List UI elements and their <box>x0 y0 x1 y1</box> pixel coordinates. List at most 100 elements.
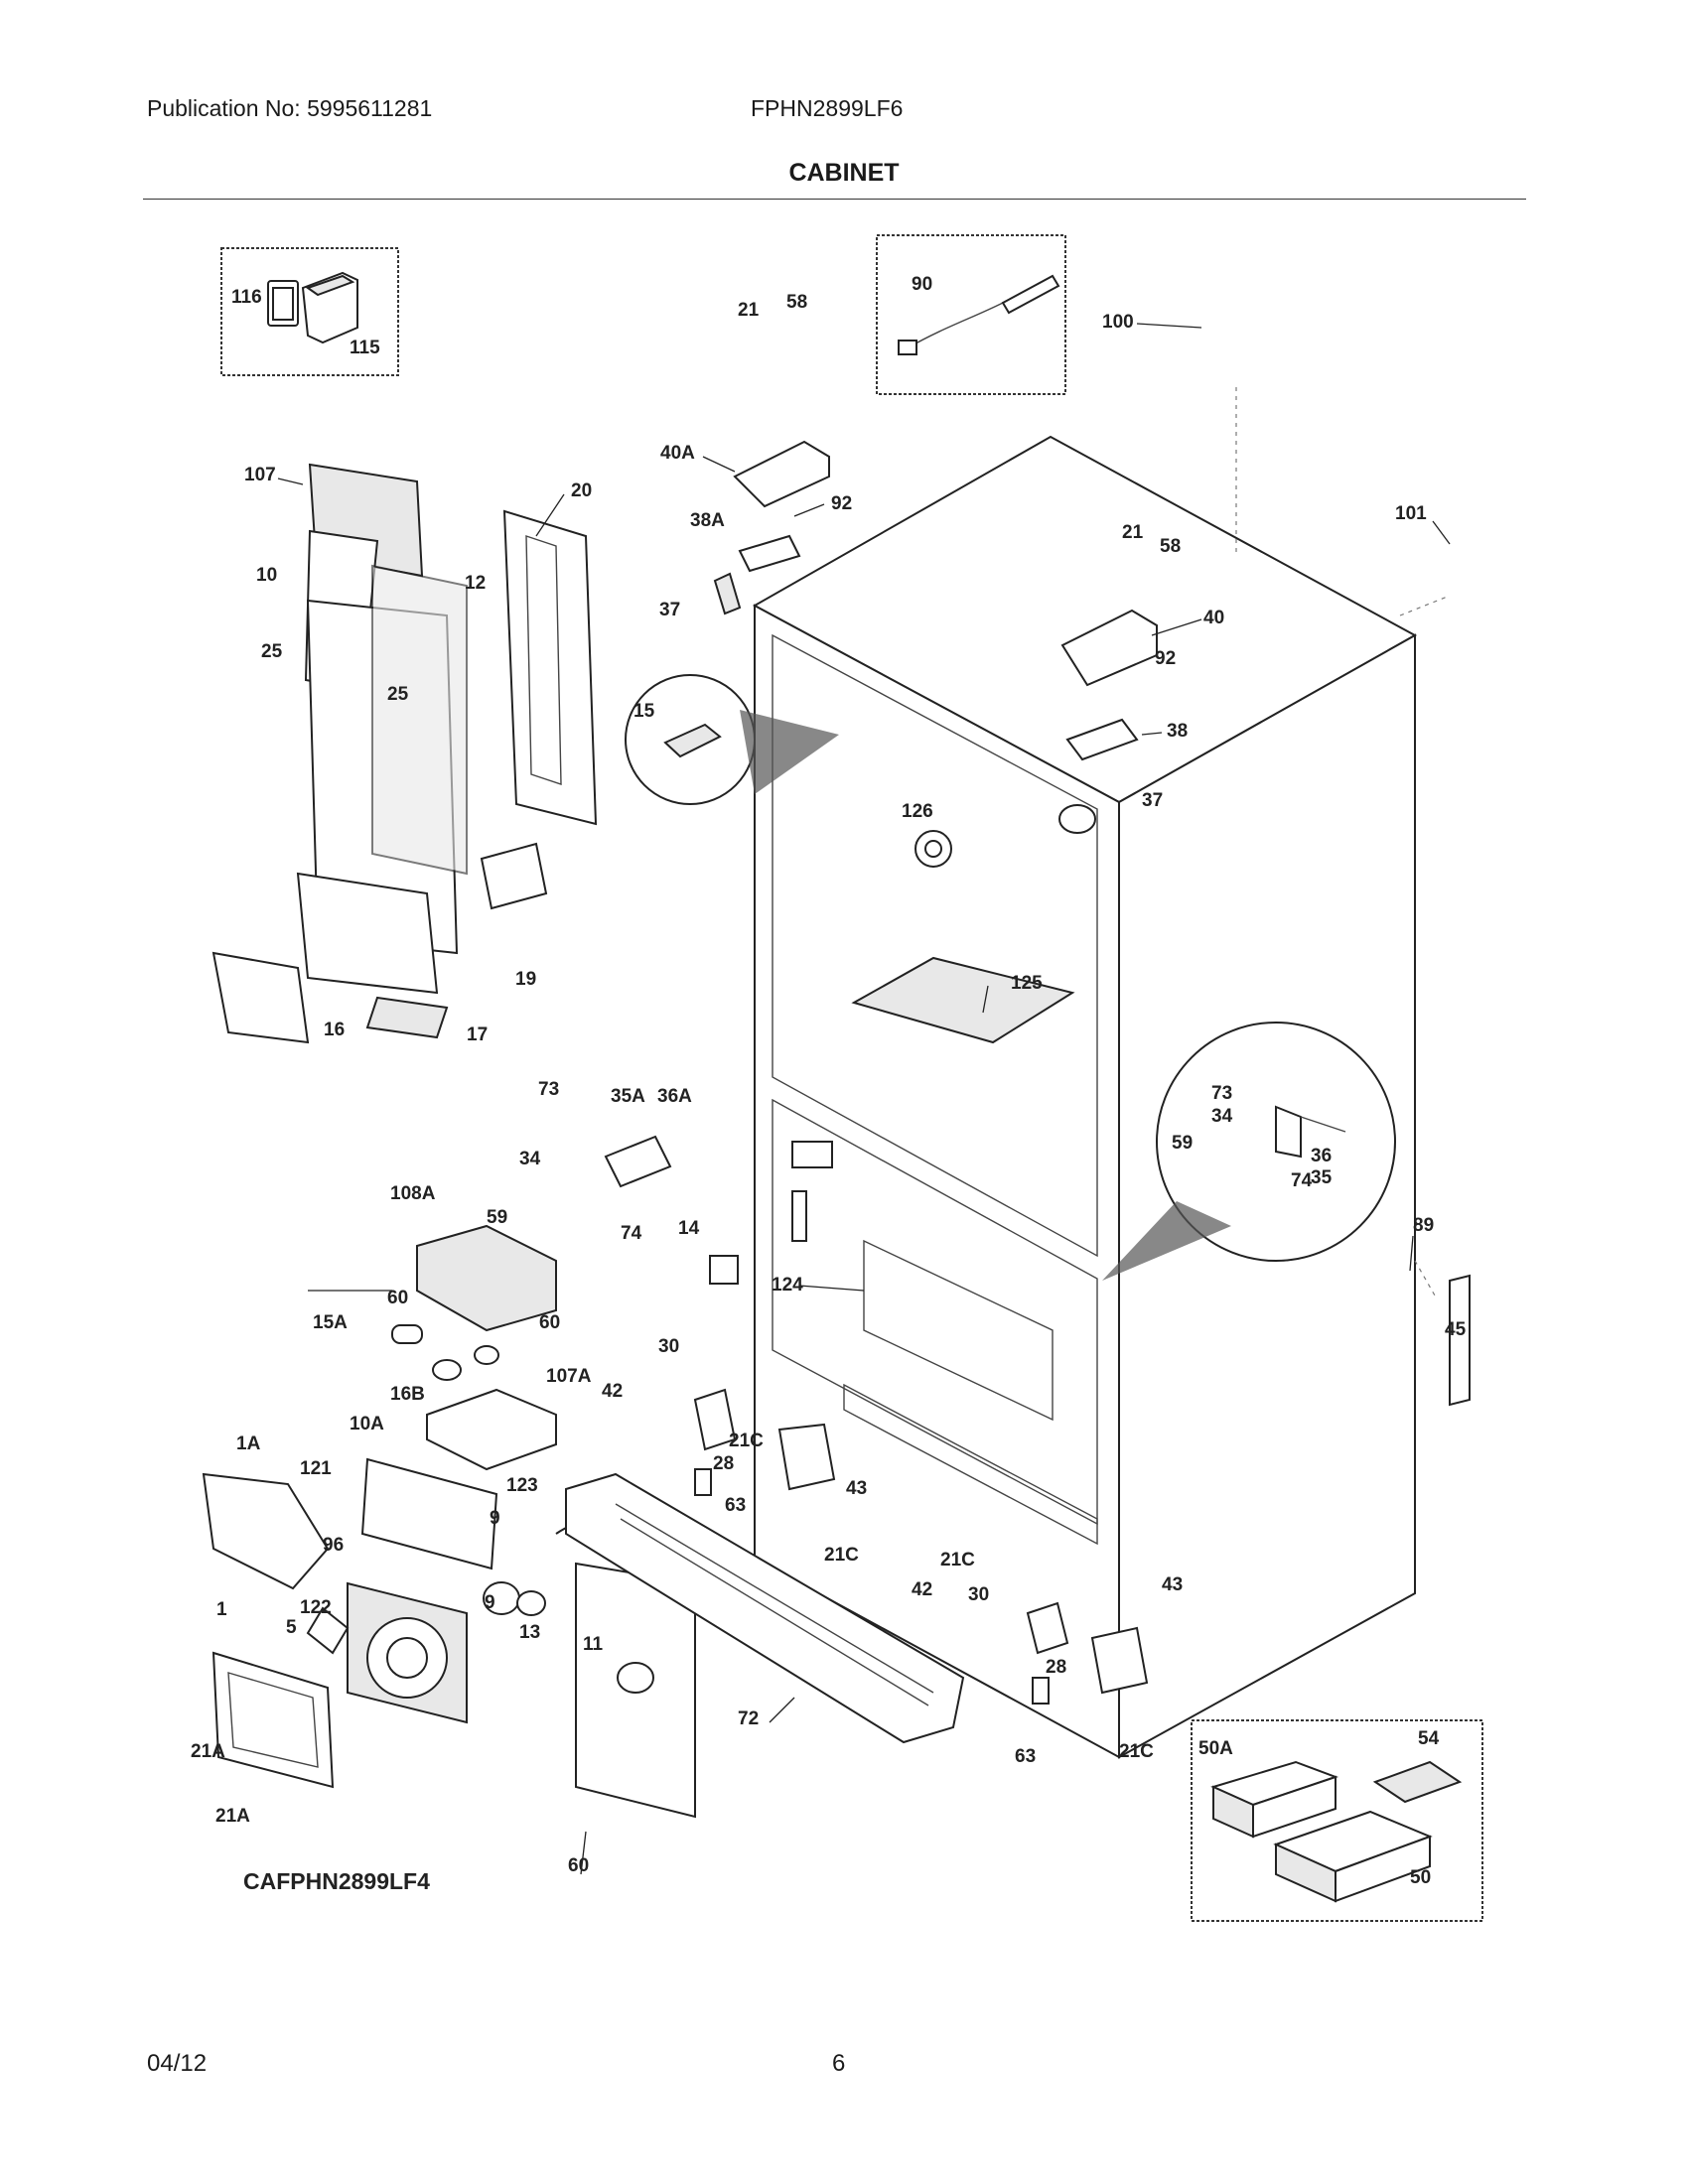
callout-30-b: 30 <box>968 1584 989 1605</box>
callout-43: 43 <box>846 1478 867 1499</box>
callout-21c-c: 21C <box>940 1550 975 1570</box>
callout-13: 13 <box>519 1622 540 1643</box>
callout-21c-d: 21C <box>1119 1741 1154 1762</box>
callout-15: 15 <box>633 701 655 722</box>
callout-60-c: 60 <box>568 1855 589 1876</box>
callout-54: 54 <box>1418 1728 1440 1749</box>
callout-30: 30 <box>658 1336 679 1357</box>
callout-40a: 40A <box>660 443 695 464</box>
callout-25-b: 25 <box>387 684 409 705</box>
callout-20: 20 <box>571 480 592 501</box>
callout-34-b: 34 <box>1211 1106 1233 1127</box>
callout-50: 50 <box>1410 1867 1431 1888</box>
callout-73: 73 <box>538 1079 559 1100</box>
callout-92-b: 92 <box>1155 648 1176 669</box>
callout-11: 11 <box>583 1634 604 1655</box>
callout-16: 16 <box>324 1020 345 1040</box>
callout-121: 121 <box>300 1458 332 1479</box>
callout-124: 124 <box>772 1275 803 1296</box>
callout-21c-b: 21C <box>824 1545 859 1566</box>
callout-89: 89 <box>1413 1215 1434 1236</box>
left-duct-assembly <box>211 463 598 1044</box>
kick-plate-72 <box>565 1472 965 1744</box>
callout-21-b: 21 <box>1122 522 1144 543</box>
callout-10a: 10A <box>350 1414 384 1434</box>
callout-43-b: 43 <box>1162 1574 1183 1595</box>
callout-28: 28 <box>713 1453 734 1474</box>
callout-40: 40 <box>1203 608 1224 628</box>
callout-90: 90 <box>912 274 932 295</box>
callout-34: 34 <box>519 1149 541 1169</box>
callout-122: 122 <box>300 1597 332 1618</box>
callout-58-b: 58 <box>1160 536 1181 557</box>
callout-59: 59 <box>487 1207 507 1228</box>
callout-21c: 21C <box>729 1431 764 1451</box>
leader-lines <box>277 323 1451 1875</box>
callout-35: 35 <box>1311 1167 1333 1188</box>
cabinet-body <box>752 387 1451 1759</box>
callout-72: 72 <box>738 1708 759 1729</box>
callout-60: 60 <box>387 1288 408 1308</box>
callout-36a: 36A <box>657 1086 692 1107</box>
model-number: FPHN2899LF6 <box>751 95 904 121</box>
callout-60-b: 60 <box>539 1312 560 1333</box>
callout-63: 63 <box>725 1495 746 1516</box>
callout-1a: 1A <box>236 1433 261 1454</box>
callout-108a: 108A <box>390 1183 436 1204</box>
callout-45: 45 <box>1445 1319 1467 1340</box>
callout-9-b: 9 <box>485 1592 495 1613</box>
callout-21: 21 <box>738 300 760 321</box>
callout-36: 36 <box>1311 1146 1332 1166</box>
callout-63-b: 63 <box>1015 1746 1036 1767</box>
detail-circle-15 <box>625 674 839 805</box>
hinge-parts-top <box>713 440 1158 834</box>
callout-38: 38 <box>1167 721 1188 742</box>
callout-9: 9 <box>490 1508 500 1529</box>
callout-107: 107 <box>244 465 276 485</box>
section-title: CABINET <box>788 159 900 187</box>
callout-101: 101 <box>1395 503 1427 524</box>
callout-42-b: 42 <box>912 1579 932 1600</box>
footer-page-number: 6 <box>832 2050 846 2077</box>
callout-126: 126 <box>902 801 933 822</box>
callout-19: 19 <box>515 969 536 990</box>
callout-96: 96 <box>323 1535 344 1556</box>
callout-37-b: 37 <box>1142 790 1163 811</box>
callout-25: 25 <box>261 641 283 662</box>
callout-116: 116 <box>231 287 262 308</box>
callout-21a: 21A <box>191 1741 225 1762</box>
callout-16b: 16B <box>390 1384 425 1405</box>
header-rule <box>143 199 1526 200</box>
callout-59-b: 59 <box>1172 1133 1193 1154</box>
callout-17: 17 <box>467 1024 488 1045</box>
callout-21a-b: 21A <box>215 1806 250 1827</box>
callout-5: 5 <box>286 1617 297 1638</box>
callout-37: 37 <box>659 600 680 620</box>
inset-box-116-115 <box>220 247 399 376</box>
callout-10: 10 <box>256 565 277 586</box>
callout-100: 100 <box>1102 312 1134 333</box>
callout-107a: 107A <box>546 1366 592 1387</box>
bottom-left-parts <box>202 1457 696 1819</box>
callout-115: 115 <box>350 338 380 358</box>
callout-14: 14 <box>678 1218 700 1239</box>
callout-28-b: 28 <box>1046 1657 1066 1678</box>
inset-box-90 <box>876 234 1066 395</box>
callout-92: 92 <box>831 493 852 514</box>
diagram-code: CAFPHN2899LF4 <box>243 1868 430 1894</box>
roller-assemblies <box>693 1274 1471 1705</box>
callout-42: 42 <box>602 1381 623 1402</box>
callout-38a: 38A <box>690 510 725 531</box>
callout-123: 123 <box>506 1475 538 1496</box>
callout-74-b: 74 <box>1291 1170 1313 1191</box>
callout-58: 58 <box>786 292 807 313</box>
middle-left-parts <box>391 1135 739 1471</box>
callout-35a: 35A <box>611 1086 645 1107</box>
callout-labels: 116 115 90 21 58 100 107 20 40A 92 38A 1… <box>191 274 1467 1894</box>
detail-circle-hinge <box>1102 1022 1396 1281</box>
callout-125: 125 <box>1011 973 1043 994</box>
callout-15a: 15A <box>313 1312 348 1333</box>
callout-12: 12 <box>465 573 486 594</box>
